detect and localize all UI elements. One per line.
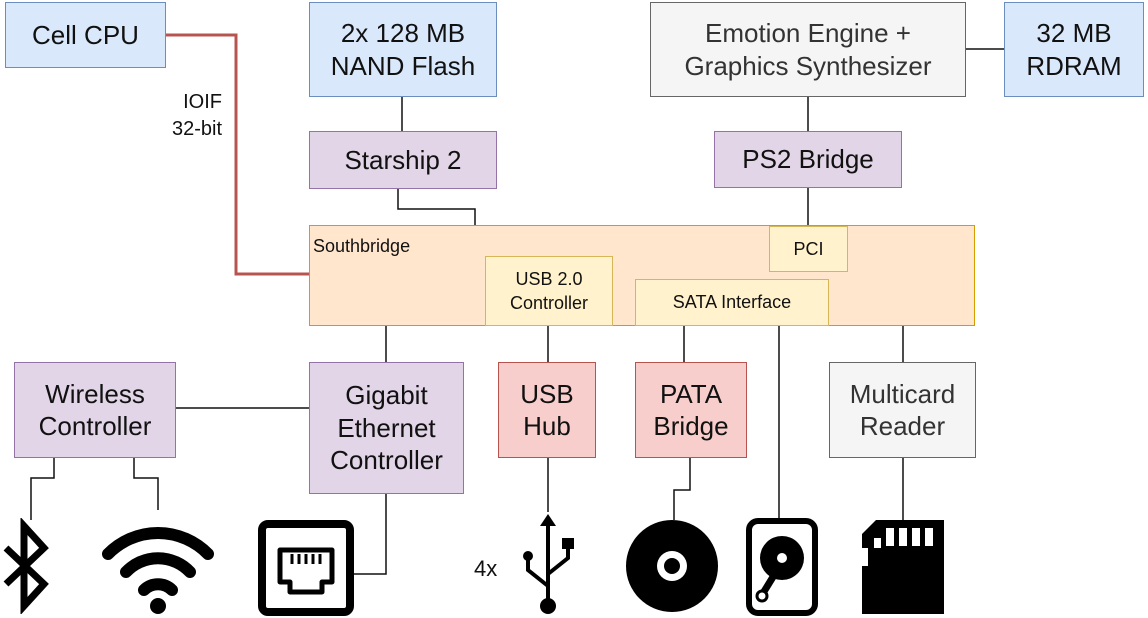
link-wireless-bluetooth: [30, 458, 55, 520]
usb-hub-block: USB Hub: [498, 362, 596, 458]
wireless-controller-block: Wireless Controller: [14, 362, 176, 458]
sata-interface-block: SATA Interface: [635, 279, 829, 326]
link-starship-southbridge: [397, 189, 476, 225]
multicard-reader-block: Multicard Reader: [829, 362, 976, 458]
hard-drive-icon: [746, 518, 818, 616]
sd-card-icon: [862, 520, 944, 614]
link-ethernet-port: [354, 494, 387, 575]
usb-icon: [523, 514, 574, 614]
usb-port-count: 4x: [474, 556, 498, 581]
starship2-block: Starship 2: [309, 131, 497, 189]
link-pata-disc: [673, 458, 691, 520]
nand-flash-block: 2x 128 MB NAND Flash: [309, 2, 497, 97]
gigabit-ethernet-block: Gigabit Ethernet Controller: [309, 362, 464, 494]
usb-controller-block: USB 2.0 Controller: [485, 256, 613, 326]
ps2-bridge-block: PS2 Bridge: [714, 131, 902, 188]
link-wireless-wifi: [133, 458, 159, 510]
rdram-block: 32 MB RDRAM: [1004, 2, 1144, 97]
southbridge-label: Southbridge: [313, 236, 411, 256]
pci-block: PCI: [769, 226, 848, 272]
bluetooth-icon: [3, 518, 49, 614]
cell-cpu-block: Cell CPU: [5, 2, 166, 68]
emotion-engine-block: Emotion Engine + Graphics Synthesizer: [650, 2, 966, 97]
ethernet-port-icon: [258, 520, 354, 616]
optical-disc-icon: [626, 520, 718, 612]
pata-bridge-block: PATA Bridge: [635, 362, 747, 458]
ioif-label: IOIF 32-bit: [171, 91, 222, 140]
ioif-link: [166, 33, 309, 276]
wifi-icon: [102, 526, 214, 614]
